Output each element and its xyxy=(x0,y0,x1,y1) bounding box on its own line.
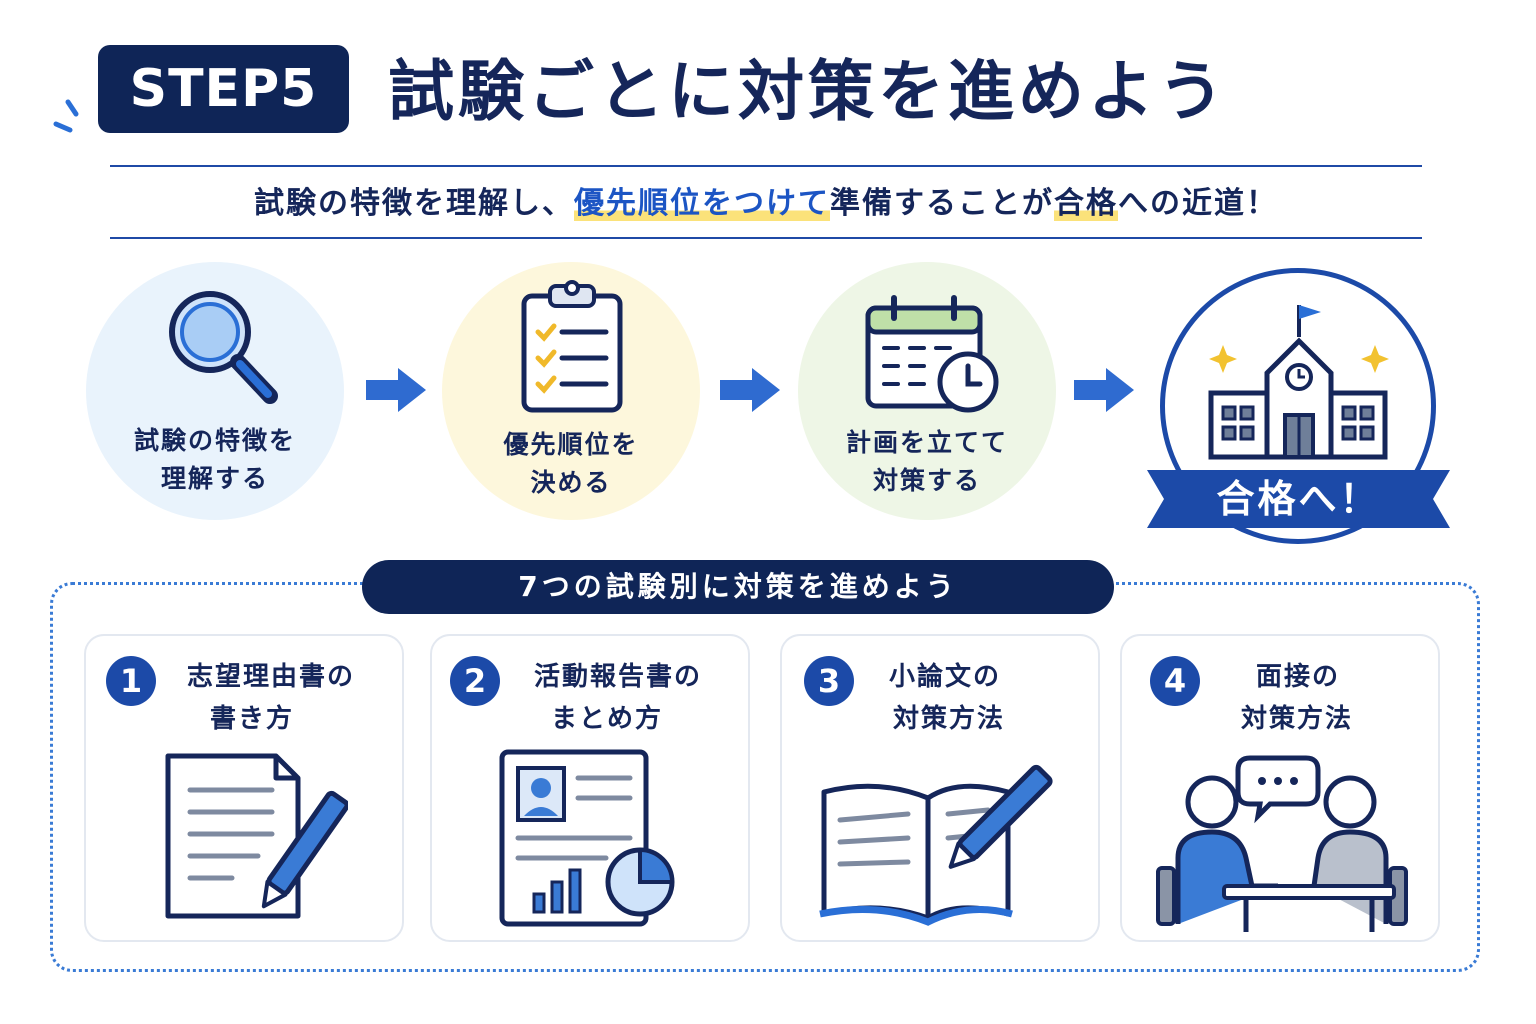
exam-card-activity-report[interactable]: 2 活動報告書の まとめ方 xyxy=(430,634,750,942)
exam-card-interview[interactable]: 4 面接の 対策方法 xyxy=(1120,634,1440,942)
magnifier-icon xyxy=(169,291,278,404)
subtitle-highlight-pass: 合格 xyxy=(1054,186,1118,221)
clipboard-checklist-icon xyxy=(521,280,623,413)
card-title: 小論文の xyxy=(888,662,1001,692)
spark-icon xyxy=(53,99,79,133)
card-title: まとめ方 xyxy=(550,704,663,734)
goal-label: 合格へ！ xyxy=(1216,477,1381,521)
card-title: 対策方法 xyxy=(892,704,1005,734)
card-title: 志望理由書の xyxy=(186,662,355,692)
card-title: 活動報告書の xyxy=(533,662,702,692)
flow-step-label: 計画を立てて xyxy=(845,428,1008,457)
arrow-right-icon xyxy=(366,368,426,412)
subtitle-part2: 準備することが xyxy=(830,186,1054,221)
open-book-pen-icon xyxy=(819,764,1053,926)
flow-step-understand: 試験の特徴を 理解する xyxy=(86,262,344,520)
arrow-right-icon xyxy=(720,368,780,412)
goal-ribbon xyxy=(1147,470,1450,528)
arrow-right-icon xyxy=(1074,368,1134,412)
document-pen-icon xyxy=(165,753,348,919)
flow-step-label: 理解する xyxy=(160,464,269,493)
subtitle-part3: への近道！ xyxy=(1118,186,1278,221)
flow-step-prioritize: 優先順位を 決める xyxy=(442,262,700,520)
flow-step-label: 試験の特徴を xyxy=(133,426,296,455)
step-badge: STEP5 xyxy=(98,45,349,133)
step-label: STEP5 xyxy=(129,59,318,119)
subtitle: 試験の特徴を理解し、優先順位をつけて準備することが合格への近道！ xyxy=(110,176,1422,232)
card-title: 対策方法 xyxy=(1240,704,1353,734)
school-building-icon xyxy=(1208,305,1389,460)
bottom-divider xyxy=(110,237,1422,239)
card-number-badge: 3 xyxy=(804,656,854,706)
card-number-badge: 4 xyxy=(1150,656,1200,706)
page-title: 試験ごとに対策を進めよう xyxy=(388,53,1228,130)
flow-step-label: 優先順位を xyxy=(503,430,639,459)
card-number-badge: 2 xyxy=(450,656,500,706)
subtitle-highlight-priority: 優先順位をつけて xyxy=(574,186,830,221)
exam-card-essay[interactable]: 3 小論文の 対策方法 xyxy=(780,634,1100,942)
card-number-badge: 1 xyxy=(106,656,156,706)
flow-step-label: 決める xyxy=(530,468,612,497)
subtitle-part1: 試験の特徴を理解し、 xyxy=(254,186,574,221)
flow-step-label: 対策する xyxy=(872,466,981,495)
report-chart-icon xyxy=(499,749,675,927)
section-heading: 7つの試験別に対策を進めよう xyxy=(362,560,1114,614)
top-divider xyxy=(110,165,1422,167)
card-title: 書き方 xyxy=(209,704,294,734)
card-title: 面接の xyxy=(1255,662,1340,692)
interview-icon xyxy=(1156,755,1408,932)
exam-card-statement[interactable]: 1 志望理由書の 書き方 xyxy=(84,634,404,942)
flow-step-plan: 計画を立てて 対策する xyxy=(798,262,1056,520)
calendar-clock-icon xyxy=(865,295,999,413)
